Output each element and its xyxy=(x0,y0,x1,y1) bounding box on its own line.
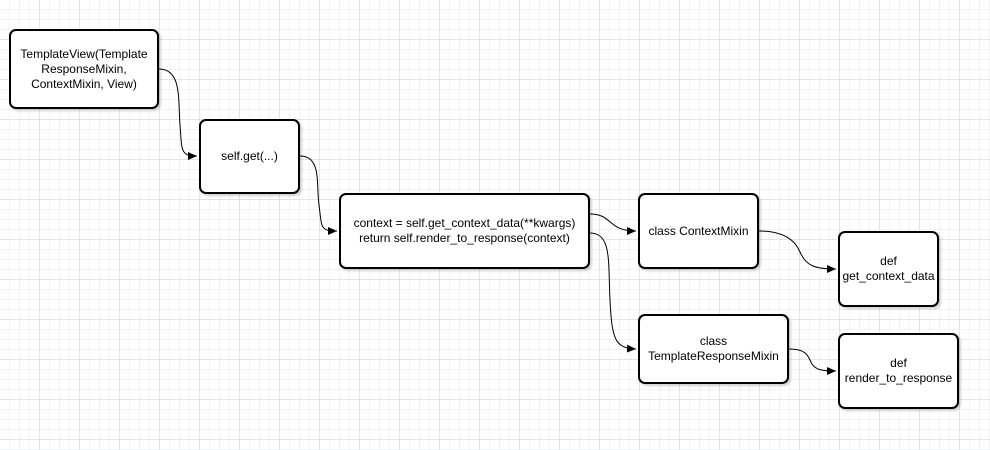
edge-selfget-to-context xyxy=(299,155,338,235)
edge-templateview-to-selfget xyxy=(158,68,198,160)
node-context-call[interactable]: context = self.get_context_data(**kwargs… xyxy=(339,193,590,269)
node-def-render-to-response[interactable]: def render_to_response xyxy=(838,333,959,409)
edge-contextmixin-to-getcontextdata xyxy=(758,230,837,273)
edge-context-to-templateresponsemixin xyxy=(589,232,637,353)
edge-context-to-contextmixin xyxy=(589,213,637,235)
node-class-context-mixin[interactable]: class ContextMixin xyxy=(638,193,759,269)
edge-templateresponsemixin-to-rendertoresponse xyxy=(788,348,837,375)
node-self-get[interactable]: self.get(...) xyxy=(199,119,300,194)
node-template-view[interactable]: TemplateView(Template ResponseMixin, Con… xyxy=(9,29,159,109)
node-def-get-context-data[interactable]: def get_context_data xyxy=(838,231,939,307)
node-class-template-response-mixin[interactable]: class TemplateResponseMixin xyxy=(638,314,789,384)
